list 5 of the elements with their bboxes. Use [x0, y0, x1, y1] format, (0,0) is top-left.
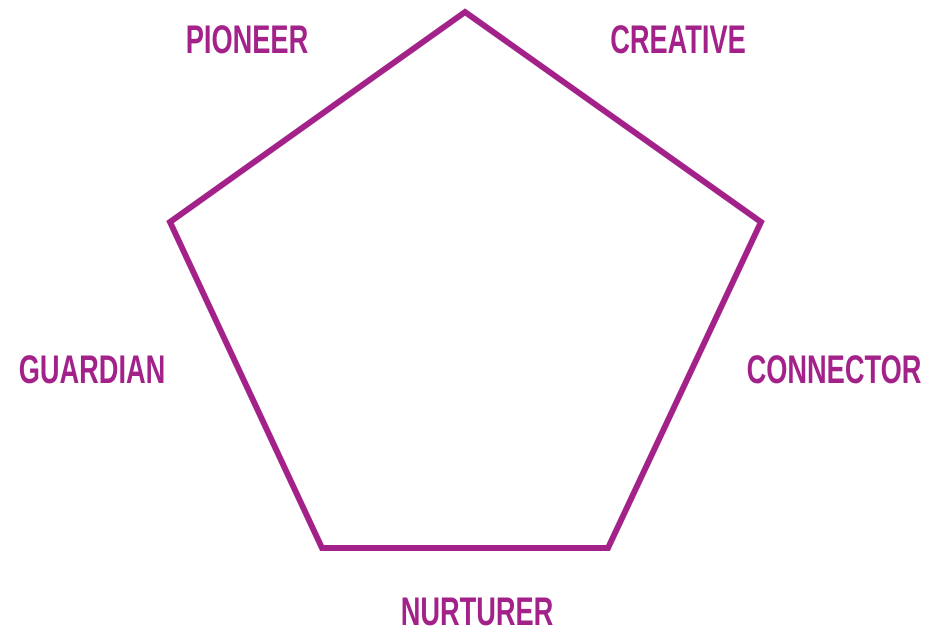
vertex-label: CONNECTOR [746, 350, 922, 390]
vertex-label: NURTURER [400, 592, 554, 632]
vertex-label: CREATIVE [610, 20, 746, 60]
vertex-label: PIONEER [186, 20, 308, 60]
vertex-label: GUARDIAN [18, 350, 166, 390]
